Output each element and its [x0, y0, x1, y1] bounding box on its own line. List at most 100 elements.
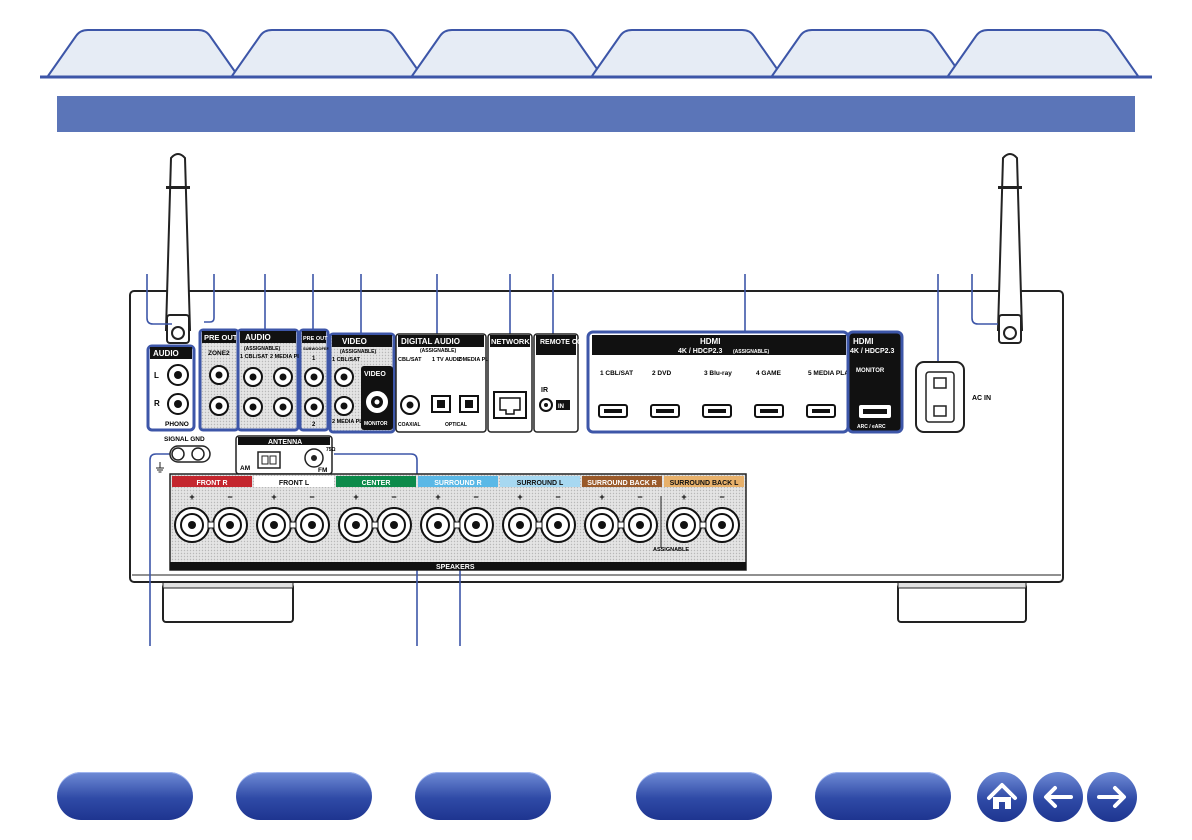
speaker-bridge-3 [371, 521, 379, 529]
hdmi-out-title: HDMI [853, 337, 873, 346]
speaker-header-2 [254, 476, 334, 487]
digital-media-label: 2 MEDIA PLAYER [458, 357, 503, 363]
speaker-bridge-1 [207, 521, 215, 529]
video-out-title: VIDEO [364, 371, 386, 378]
pre-out-zone2-title: PRE OUT [204, 333, 238, 342]
audio-in-assignable-section: AUDIO (ASSIGNABLE) 1 CBL/SAT 2 MEDIA PLA… [236, 328, 315, 432]
tab-bar-graphic [40, 29, 1152, 79]
tab-3[interactable] [411, 29, 603, 77]
hdmi-in-title: HDMI [700, 337, 720, 346]
optical-label: OPTICAL [445, 422, 467, 428]
speaker-terminal-6-2-hole [636, 521, 644, 529]
pre-out-sub-title: PRE OUT [303, 336, 328, 342]
hdmi-out-spec: 4K / HDCP2.3 [850, 348, 894, 355]
speaker-polarity-1-2: − [227, 492, 232, 502]
forward-button[interactable] [1087, 772, 1137, 822]
phono-label: PHONO [165, 421, 189, 428]
speaker-terminal-3-1-hole [352, 521, 360, 529]
nav-button-5[interactable] [815, 772, 951, 820]
tab-1[interactable] [47, 29, 239, 77]
speaker-polarity-4-2: − [473, 492, 478, 502]
speaker-terminal-1-2-hole [226, 521, 234, 529]
network-title: NETWORK [491, 337, 530, 346]
nav-button-3[interactable] [415, 772, 551, 820]
pre-out-sub-sub: SUBWOOFER [303, 346, 330, 351]
speaker-header-6 [582, 476, 662, 487]
speaker-terminal-2-2-hole [308, 521, 316, 529]
sub-2-label: 2 [312, 422, 316, 428]
hdmi-in-section: HDMI 4K / HDCP2.3 (ASSIGNABLE) 1 CBL/SAT… [586, 330, 862, 434]
speaker-bridge-5 [535, 521, 543, 529]
speaker-polarity-6-1: + [599, 492, 604, 502]
tab-5[interactable] [771, 29, 963, 77]
speaker-label-2: FRONT L [279, 480, 310, 487]
tab-2[interactable] [231, 29, 423, 77]
hdmi-in-label-5: 5 MEDIA PLAYER [808, 370, 862, 377]
speaker-label-6: SURROUND BACK R [587, 480, 657, 487]
speaker-terminal-7-2-hole [718, 521, 726, 529]
zone2-label: ZONE2 [208, 350, 230, 357]
audio-in-phono-section: AUDIO L R PHONO [146, 344, 196, 432]
hdmi-in-port-1-pins [604, 409, 622, 413]
digital-tv-label: 1 TV AUDIO [432, 357, 463, 363]
hdmi-in-label-2: 2 DVD [652, 370, 671, 377]
audio-assignable-title: AUDIO [245, 333, 271, 342]
speaker-bridge-7 [699, 521, 707, 529]
speakers-assignable-label: ASSIGNABLE [653, 547, 689, 553]
hdmi-in-label-3: 3 Blu-ray [704, 370, 732, 377]
speaker-bridge-2 [289, 521, 297, 529]
rear-panel-diagram: AUDIO L R PHONO PRE OUT ZONE2 AUDIO (ASS… [129, 153, 1064, 646]
speakers-title: SPEAKERS [436, 564, 475, 571]
pre-out-zone2-section: PRE OUT ZONE2 [198, 328, 240, 432]
nav-button-4[interactable] [636, 772, 772, 820]
speaker-terminal-5-1-hole [516, 521, 524, 529]
home-icon [987, 783, 1017, 809]
video-in-2: 2 MEDIA PLAYER [332, 419, 377, 425]
video-in-sub: (ASSIGNABLE) [340, 349, 376, 355]
home-button[interactable] [977, 772, 1027, 822]
speaker-polarity-7-2: − [719, 492, 724, 502]
hdmi-out-section: HDMI 4K / HDCP2.3 MONITOR ARC / eARC [846, 330, 904, 434]
hdmi-in-port-5-pins [812, 409, 830, 413]
callout-lines [146, 274, 998, 646]
speaker-label-3: CENTER [362, 480, 391, 487]
back-button[interactable] [1033, 772, 1083, 822]
hdmi-in-label-1: 1 CBL/SAT [600, 370, 633, 377]
speaker-terminal-7-1-hole [680, 521, 688, 529]
antenna-ohm-label: 75Ω [326, 447, 336, 453]
digital-cbl-label: CBL/SAT [398, 357, 422, 363]
antenna-left-icon [164, 153, 192, 344]
arrow-right-icon [1097, 786, 1126, 808]
speaker-header-5 [500, 476, 580, 487]
nav-button-2[interactable] [236, 772, 372, 820]
audio-assignable-in1: 1 CBL/SAT [240, 354, 269, 360]
speaker-header-7 [664, 476, 744, 487]
speaker-polarity-4-1: + [435, 492, 440, 502]
digital-audio-sub: (ASSIGNABLE) [420, 348, 456, 354]
tab-6[interactable] [947, 29, 1139, 77]
network-section: NETWORK [487, 333, 533, 433]
speaker-terminal-5-2-hole [554, 521, 562, 529]
video-section: VIDEO (ASSIGNABLE) 1 CBL/SAT 2 MEDIA PLA… [328, 332, 396, 434]
signal-gnd-label: SIGNAL GND [164, 436, 205, 443]
hdmi-in-port-2-pins [656, 409, 674, 413]
speaker-header-1 [172, 476, 252, 487]
speaker-terminal-3-2-hole [390, 521, 398, 529]
remote-in-badge: IN [558, 404, 564, 410]
hdmi-in-port-3-pins [708, 409, 726, 413]
ground-terminal-icon[interactable] [171, 447, 185, 461]
tab-4[interactable] [591, 29, 783, 77]
hdmi-in-spec: 4K / HDCP2.3 [678, 348, 722, 355]
video-out-monitor: MONITOR [364, 421, 388, 427]
hdmi-in-port-4-pins [760, 409, 778, 413]
speaker-polarity-7-1: + [681, 492, 686, 502]
remote-control-section: REMOTE CONTROL IR IN [533, 333, 607, 433]
speaker-label-4: SURROUND R [434, 480, 481, 487]
audio-assignable-in2: 2 MEDIA PLAYER [270, 354, 315, 360]
nav-button-1[interactable] [57, 772, 193, 820]
hdmi-out-monitor: MONITOR [856, 368, 885, 374]
signal-gnd-section: SIGNAL GND [156, 436, 211, 473]
video-in-1: 1 CBL/SAT [332, 357, 361, 363]
antenna-fm-label: FM [318, 467, 327, 474]
audio-in-l-label: L [154, 371, 159, 380]
